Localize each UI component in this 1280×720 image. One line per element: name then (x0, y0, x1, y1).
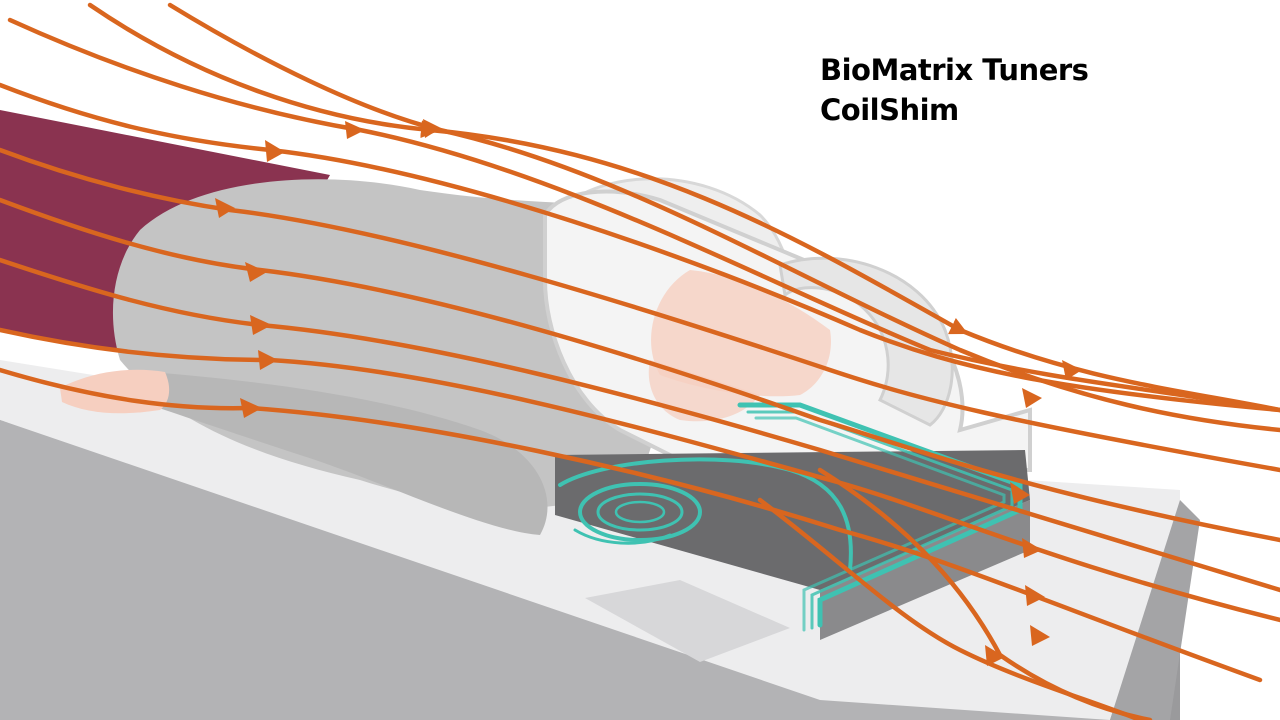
scanner-table-front-face (0, 420, 1110, 720)
table-handle-recess (585, 580, 790, 662)
title-line-2: CoilShim (820, 93, 959, 127)
field-line (0, 367, 1263, 683)
patient-face-lower (648, 360, 760, 422)
title-line-1: BioMatrix Tuners (820, 53, 1089, 87)
field-line (167, 2, 1280, 433)
field-line (0, 197, 1280, 543)
scanner-table-edge (1110, 500, 1200, 720)
title-block: BioMatrix Tuners CoilShim (820, 50, 1089, 130)
field-line (87, 2, 1280, 413)
field-line (0, 257, 1280, 593)
field-line (757, 497, 1143, 720)
coilshim-tray (555, 450, 1030, 590)
field-line (0, 147, 1280, 473)
coilshim-tray-side (820, 500, 1030, 640)
field-line (7, 17, 1280, 413)
field-line-arrow-icon (215, 119, 1082, 666)
field-line (0, 82, 1280, 413)
field-line (0, 327, 1280, 623)
